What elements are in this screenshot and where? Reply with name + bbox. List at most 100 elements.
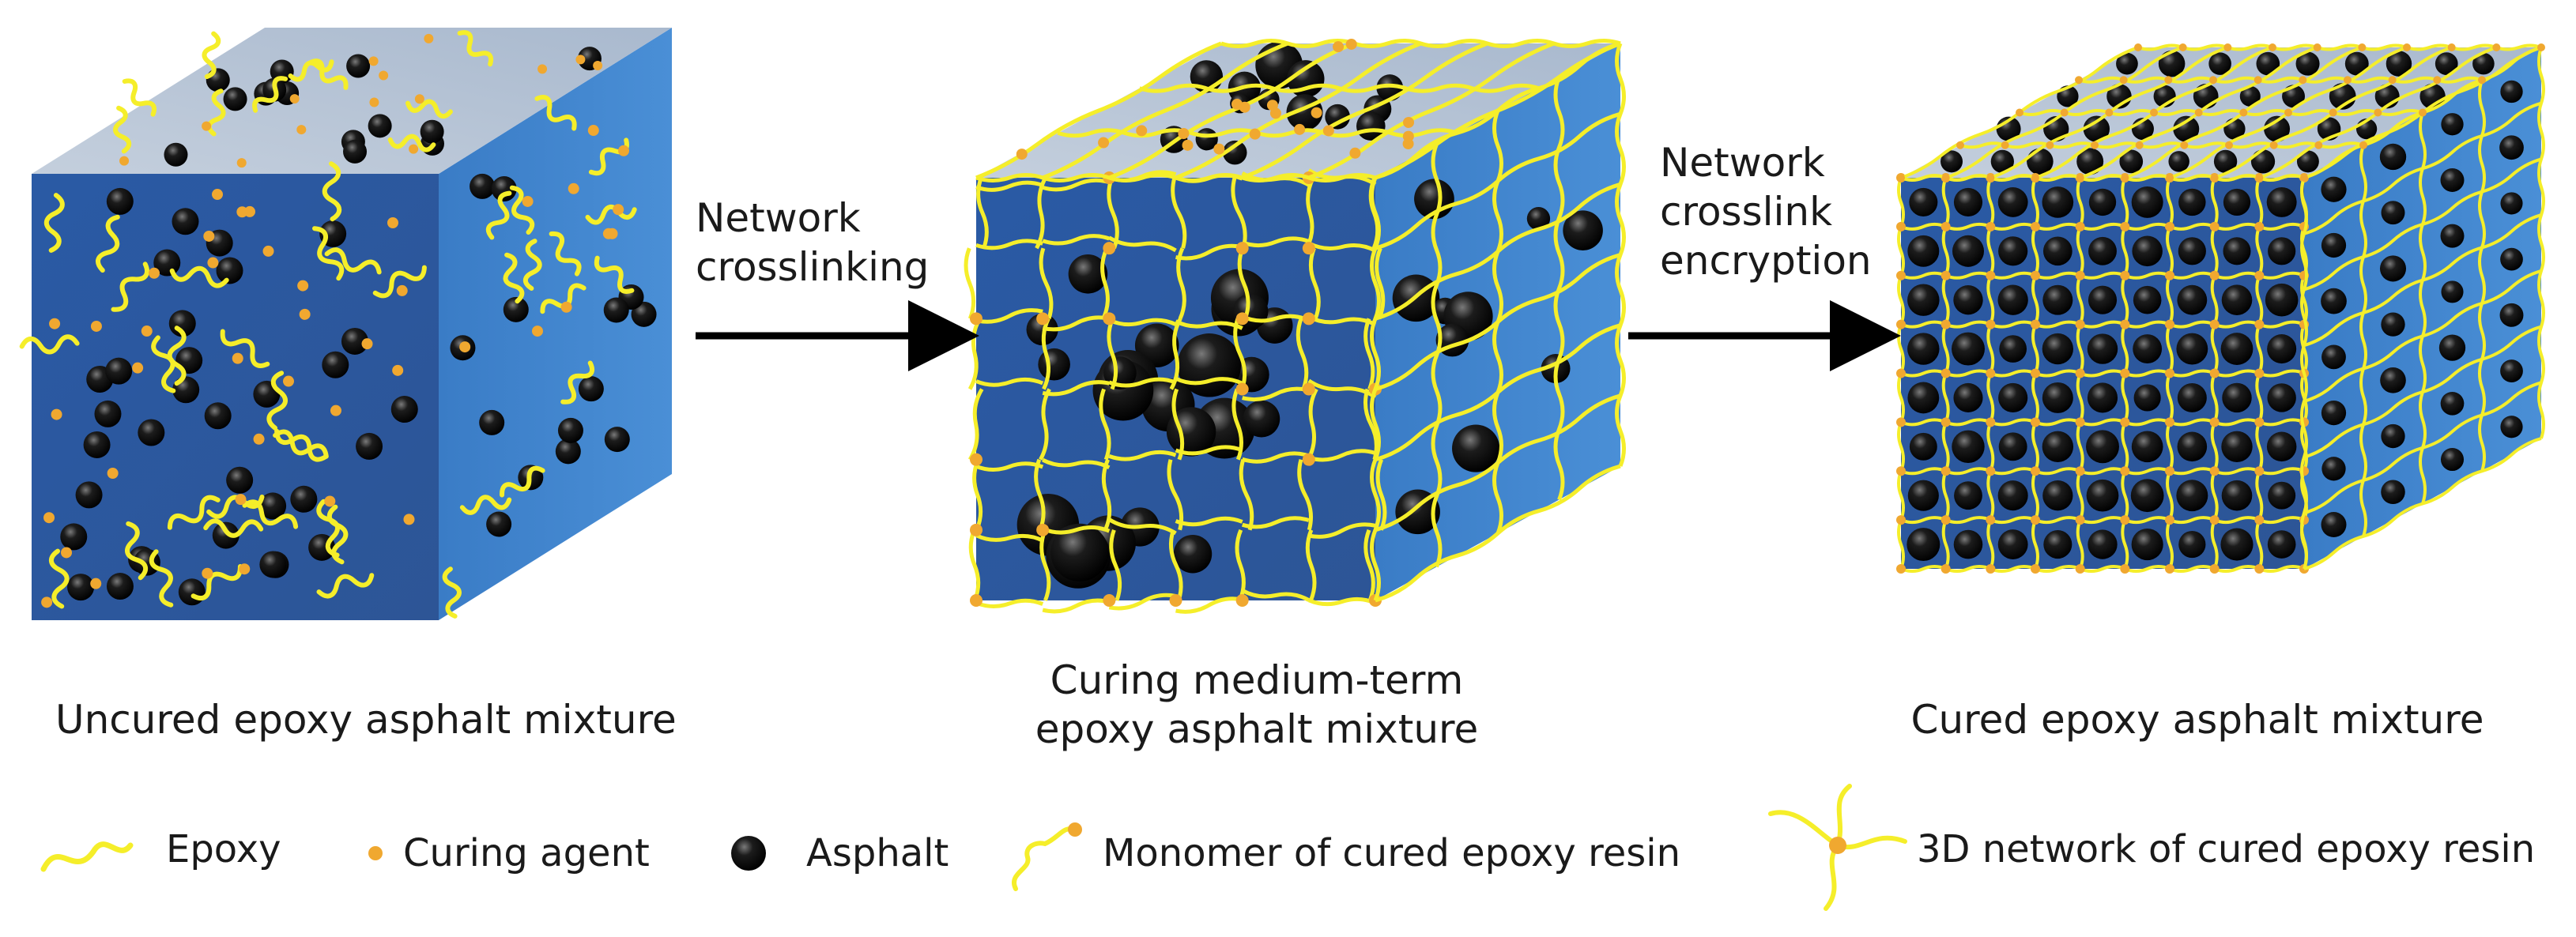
arrow-2-label-line: encryption [1660,238,1872,284]
asphalt-particle [1998,382,2028,413]
epoxy-chain [1169,318,1182,390]
curing-agent-particle [2001,141,2009,149]
curing-agent-particle [1986,221,1996,231]
curing-agent-particle [2358,43,2367,51]
curing-agent-particle [459,341,471,353]
curing-agent-particle [2075,564,2085,574]
curing-agent-particle [2209,319,2220,329]
curing-agent-particle [49,318,61,329]
asphalt-particle [2088,188,2117,216]
epoxy-chain [1175,376,1243,386]
asphalt-particle [2168,151,2189,172]
monomer-curing-agent [1068,822,1082,837]
epoxy-chain [1042,457,1111,470]
asphalt-particle [1909,432,1937,461]
epoxy-chain [2035,516,2081,525]
asphalt-particle [2131,529,2163,561]
epoxy-chain [1990,516,2036,525]
epoxy-chain [1107,318,1118,390]
asphalt-particle [2042,382,2073,413]
curing-agent-particle [522,195,534,207]
asphalt-particle [178,578,206,606]
curing-agent-particle [107,468,119,480]
curing-agent-particle [203,230,215,242]
asphalt-particle [2381,201,2405,225]
curing-agent-particle [2075,368,2085,378]
curing-agent-particle [2060,108,2069,117]
asphalt-particle [2472,52,2495,75]
curing-agent-particle [379,70,389,81]
curing-agent-particle [296,125,307,135]
epoxy-chain [2035,565,2081,573]
asphalt-particle [1526,207,1551,231]
asphalt-particle [67,574,95,601]
epoxy-chain [1235,529,1246,601]
epoxy-chain [457,30,494,67]
epoxy-chain [2303,269,2542,403]
asphalt-particle [2177,382,2207,412]
epoxy-chain [975,180,1044,192]
asphalt-particle [2178,237,2206,265]
curing-agent-particle [1940,270,1951,280]
epoxy-chain [2166,177,2174,228]
epoxy-chain [1986,226,1995,277]
epoxy-chain [1304,176,1315,250]
epoxy-chain [964,247,976,320]
curing-agent-particle [1940,221,1951,231]
epoxy-chain [2213,467,2261,476]
epoxy-chain [1990,320,2036,329]
curing-agent-particle [568,183,579,194]
asphalt-particle [2086,430,2119,464]
epoxy-chain [2124,467,2171,476]
epoxy-chain [2303,325,2542,459]
epoxy-chain [1107,517,1177,536]
asphalt-particle [2295,51,2320,76]
epoxy-chain [1363,529,1375,601]
asphalt-particle [226,466,254,494]
curing-agent-particle [2091,141,2099,149]
epoxy-chain [2031,226,2039,277]
curing-agent-particle [2134,43,2142,51]
curing-agent-particle [369,97,379,107]
curing-agent-particle [2254,368,2265,378]
epoxy-chain [2031,323,2039,374]
asphalt-particle [470,173,496,199]
curing-agent-particle [2478,76,2486,85]
epoxy-chain [2076,323,2084,374]
asphalt-particle [290,485,318,513]
curing-agent-particle [141,326,153,337]
curing-agent-particle [1269,107,1281,119]
asphalt-particle [2264,115,2291,142]
epoxy-chain [549,231,582,277]
asphalt-particle [2500,359,2523,382]
asphalt-particle [2499,135,2524,160]
curing-agent-particle [2105,108,2114,117]
asphalt-particle [557,417,583,443]
curing-agent-particle [202,121,212,131]
epoxy-chain [2300,177,2308,570]
asphalt-particle [2266,186,2297,217]
epoxy-chain [1175,445,1243,456]
curing-agent-particle [2165,515,2174,525]
epoxy-chain [1108,41,1356,180]
curing-agent-particle [414,94,424,104]
epoxy-chain [1107,177,1119,250]
epoxy-chain [96,214,120,273]
curing-agent-particle [149,267,160,279]
curing-agent-particle [330,405,341,416]
epoxy-chain [2121,275,2129,326]
curing-agent-particle [253,433,265,445]
asphalt-particle [1998,432,2027,461]
uncured-mixture-cube [19,28,672,620]
asphalt-particle [2087,333,2118,364]
curing-agent-particle [1311,107,1322,119]
cube-front-face [32,174,439,620]
curing-agent-particle [2150,108,2158,117]
curing-agent-particle [2166,174,2174,182]
asphalt-particle [1990,149,2014,174]
epoxy-chain [1242,386,1310,402]
epoxy-chain [1990,222,2036,231]
arrow-1-label-line: Network [696,195,861,241]
asphalt-particle [75,481,103,509]
curing-agent-particle [618,145,630,156]
